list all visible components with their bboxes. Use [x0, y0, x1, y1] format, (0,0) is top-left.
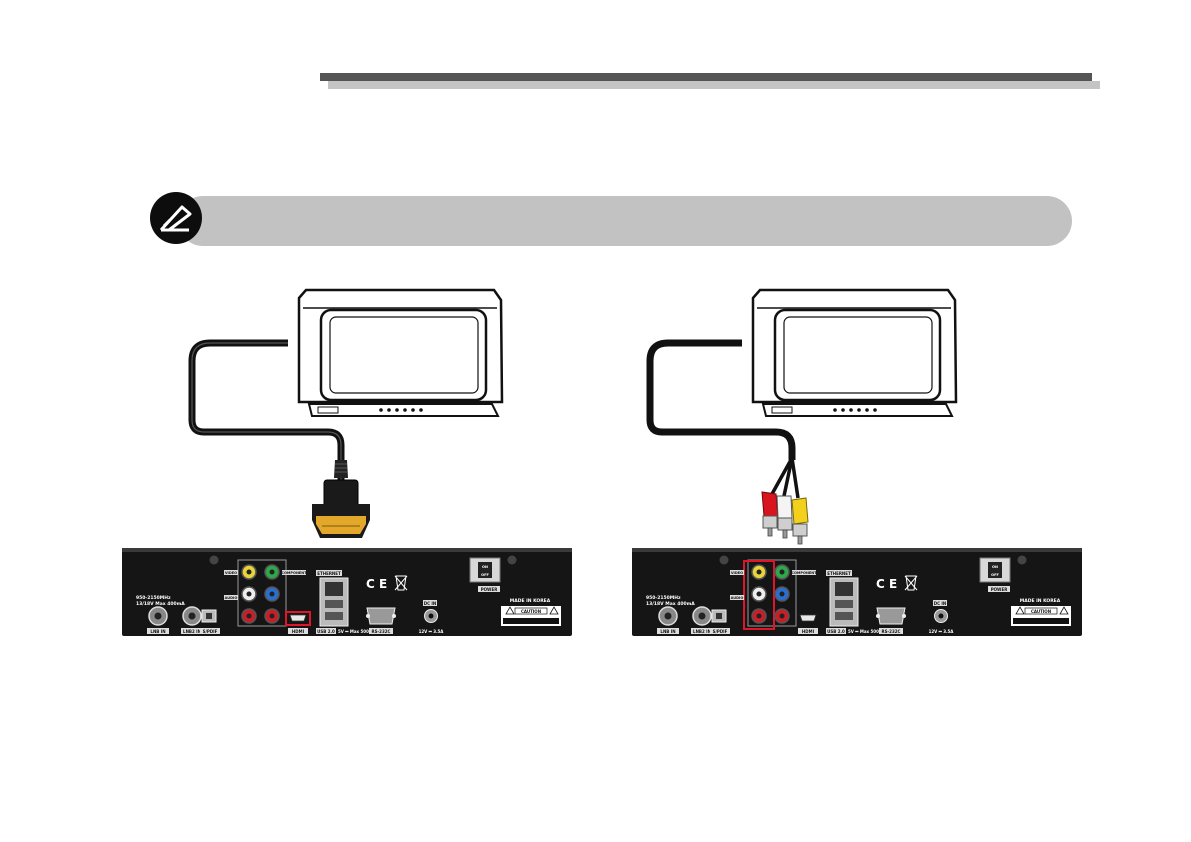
component-label: COMPONENT: [281, 571, 307, 575]
caution-label: CAUTION: [1031, 609, 1051, 614]
caution-label: CAUTION: [521, 609, 541, 614]
video-label: VIDEO: [225, 571, 237, 575]
audio-label: AUDIO: [731, 596, 744, 600]
lnb-in-label: LNB IN: [150, 629, 165, 634]
ethernet-label: ETHERNET: [317, 571, 341, 576]
switch-off-label: OFF: [481, 573, 489, 577]
power-label: POWER: [481, 587, 498, 592]
usb-power-label: 5V ⎓ Max 500mA: [848, 629, 887, 634]
power-label: POWER: [991, 587, 1008, 592]
receiver-rear-panel: 950-2150MHz 13/18V Max 400mA LNB IN LNB2…: [632, 548, 1082, 636]
spdif-label: S/PDIF: [203, 629, 218, 634]
lnb2-in-label: LNB2 IN: [183, 629, 201, 634]
tv-illustration: [297, 288, 504, 417]
ce-mark: C E: [876, 577, 897, 591]
audio-label: AUDIO: [225, 596, 238, 600]
tv-illustration: [751, 288, 958, 417]
dc-in-label: DC IN: [424, 601, 436, 606]
switch-off-label: OFF: [991, 573, 999, 577]
spdif-label: S/PDIF: [713, 629, 728, 634]
rca-plug-yellow: [791, 497, 809, 545]
made-in-label: MADE IN KOREA: [1020, 598, 1061, 604]
hdmi-connection-diagram: 950-2150MHz 13/18V Max 400mA LNB IN LNB2…: [116, 280, 596, 660]
lnb-spec-line-1: 950-2150MHz: [136, 595, 171, 601]
pen-note-icon: [148, 190, 204, 246]
rs232-label: RS-232C: [882, 629, 901, 634]
ethernet-label: ETHERNET: [827, 571, 851, 576]
lnb-spec-line-2: 13/18V Max 400mA: [646, 601, 695, 607]
hdmi-label: HDMI: [292, 629, 305, 634]
component-label: COMPONENT: [791, 571, 817, 575]
ce-mark: C E: [366, 577, 387, 591]
rca-cable: [646, 339, 800, 499]
hdmi-cable: [188, 339, 345, 495]
hdmi-plug: [312, 460, 370, 538]
lnb-spec-line-1: 950-2150MHz: [646, 595, 681, 601]
rca-connection-diagram: 950-2150MHz 13/18V Max 400mA LNB IN LNB2…: [626, 280, 1106, 660]
usb-label: USB 2.0: [317, 629, 335, 634]
dc-spec-label: 12V ⎓ 3.5A: [929, 629, 955, 634]
video-label: VIDEO: [731, 571, 743, 575]
dc-spec-label: 12V ⎓ 3.5A: [419, 629, 445, 634]
receiver-rear-panel: 950-2150MHz 13/18V Max 400mA LNB IN LNB2…: [122, 548, 572, 636]
note-banner: [178, 196, 1072, 246]
title-bar: [320, 73, 1092, 81]
rca-plug-white: [776, 495, 793, 539]
lnb-in-label: LNB IN: [660, 629, 675, 634]
usb-power-label: 5V ⎓ Max 500mA: [338, 629, 377, 634]
usb-label: USB 2.0: [827, 629, 845, 634]
lnb2-in-label: LNB2 IN: [693, 629, 711, 634]
rca-plug-red: [761, 491, 779, 537]
made-in-label: MADE IN KOREA: [510, 598, 551, 604]
hdmi-label: HDMI: [802, 629, 815, 634]
lnb-spec-line-2: 13/18V Max 400mA: [136, 601, 185, 607]
rs232-label: RS-232C: [372, 629, 391, 634]
title-bar-shadow: [328, 81, 1100, 89]
switch-on-label: ON: [992, 565, 998, 569]
switch-on-label: ON: [482, 565, 488, 569]
dc-in-label: DC IN: [934, 601, 946, 606]
